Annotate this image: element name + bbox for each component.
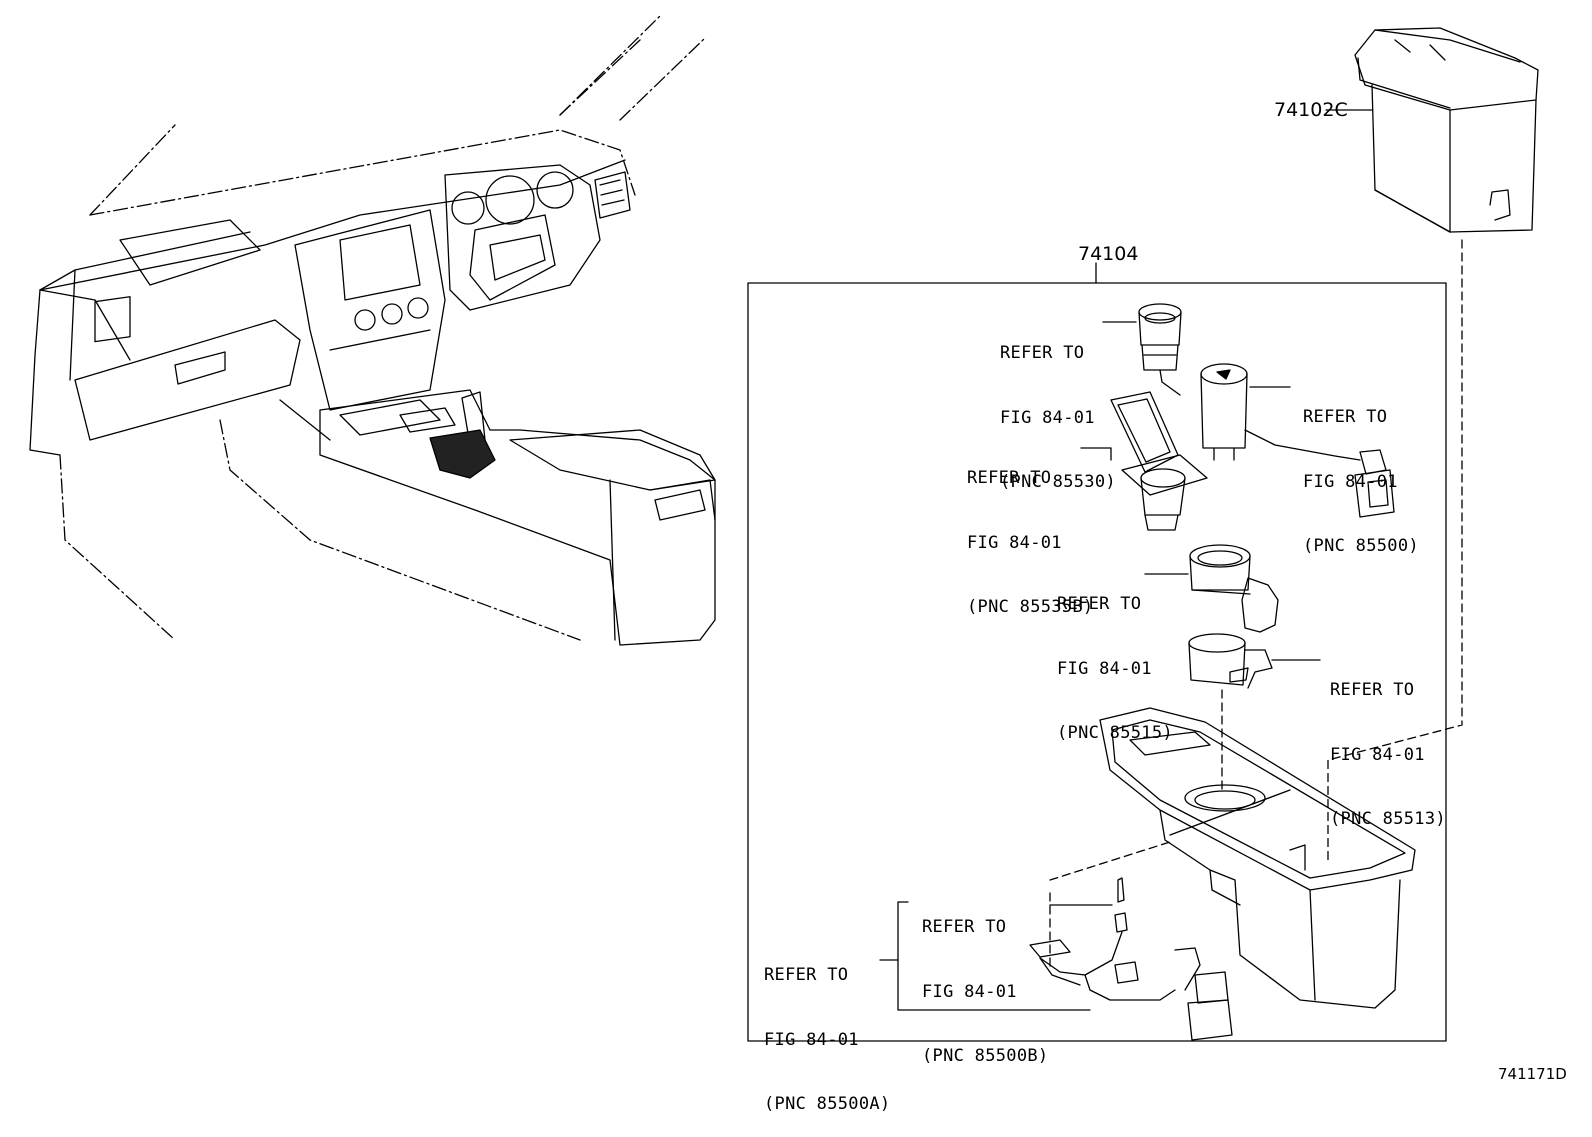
- ref-label-85530: REFER TO FIG 84-01 (PNC 85530): [1000, 300, 1116, 515]
- power-outlet-illustration: [1200, 363, 1395, 518]
- parts-diagram: 74102C 74104 REFER TO FIG 84-01 (PNC 855…: [29, 15, 1567, 1114]
- ref-line1: REFER TO: [1303, 407, 1388, 427]
- ref-line1: REFER TO: [967, 468, 1052, 488]
- ref-line3: (PNC 85513): [1330, 809, 1446, 829]
- ref-line2: FIG 84-01: [1057, 658, 1152, 679]
- cup-holder-bracket-illustration: [1188, 633, 1321, 791]
- ref-line2: FIG 84-01: [1303, 471, 1398, 492]
- dashboard-illustration: [29, 15, 716, 646]
- part-number-74102c: 74102C: [1274, 99, 1348, 121]
- ref-bracket: [879, 901, 1091, 1011]
- ashtray-illustration: [1080, 391, 1208, 531]
- diagram-drawing: [29, 15, 1539, 1042]
- ref-line3: (PNC 85500B): [922, 1046, 1049, 1066]
- ref-label-85500a: REFER TO FIG 84-01 (PNC 85500A): [764, 922, 890, 1137]
- ref-label-85535b: REFER TO FIG 84-01 (PNC 85535B): [967, 425, 1093, 640]
- ref-line3: (PNC 85500): [1303, 536, 1419, 556]
- ref-line2: FIG 84-01: [1330, 744, 1425, 765]
- assembly-frame: [747, 262, 1447, 1042]
- ref-line3: (PNC 85500A): [764, 1094, 891, 1114]
- ref-line2: FIG 84-01: [922, 981, 1017, 1002]
- console-tray-illustration: [1049, 707, 1416, 1009]
- ref-line1: REFER TO: [764, 965, 849, 985]
- ref-line2: FIG 84-01: [764, 1029, 859, 1050]
- ref-line2: FIG 84-01: [1000, 407, 1095, 428]
- ref-line1: REFER TO: [922, 917, 1007, 937]
- bulb-harness-illustration: [1029, 877, 1233, 1041]
- ref-label-85515: REFER TO FIG 84-01 (PNC 85515): [1057, 551, 1173, 766]
- figure-id: 741171D: [1498, 1065, 1567, 1083]
- part-number-74104: 74104: [1078, 243, 1139, 265]
- console-box-illustration: [1325, 27, 1539, 863]
- ref-line3: (PNC 85535B): [967, 597, 1094, 617]
- ref-line1: REFER TO: [1057, 594, 1142, 614]
- ref-line3: (PNC 85530): [1000, 472, 1116, 492]
- ref-line2: FIG 84-01: [967, 532, 1062, 553]
- cup-holder-illustration: [1144, 544, 1279, 633]
- ref-label-85513: REFER TO FIG 84-01 (PNC 85513): [1330, 637, 1446, 852]
- ref-line1: REFER TO: [1330, 680, 1415, 700]
- ref-label-85500b: REFER TO FIG 84-01 (PNC 85500B): [922, 874, 1048, 1089]
- cigarette-lighter-illustration: [1102, 303, 1182, 396]
- ref-line3: (PNC 85515): [1057, 723, 1173, 743]
- ref-line1: REFER TO: [1000, 343, 1085, 363]
- ref-label-85500: REFER TO FIG 84-01 (PNC 85500): [1303, 364, 1419, 579]
